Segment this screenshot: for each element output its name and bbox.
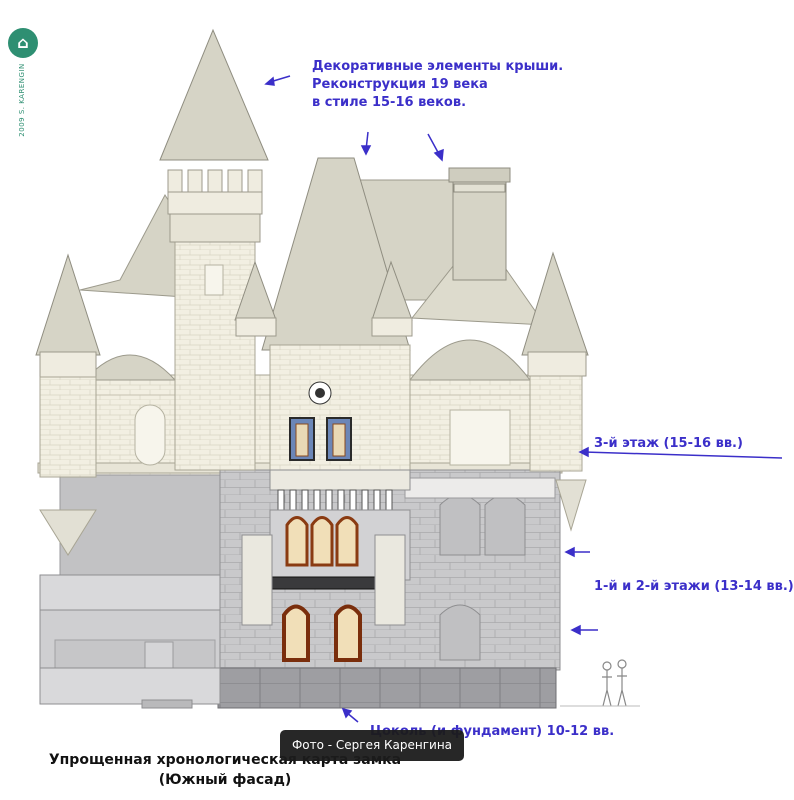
central-tower xyxy=(241,157,411,662)
author-logo: ⌂ 2009 S. KARENGIN xyxy=(8,28,38,138)
annotation-arrows xyxy=(264,75,783,723)
upper-body-third-floor xyxy=(37,339,563,476)
left-spire xyxy=(35,253,101,556)
logo-text: 2009 S. KARENGIN xyxy=(18,63,26,137)
annotation-roof-line-2: Реконструкция 19 века xyxy=(312,77,488,92)
lower-body-floors-1-2 xyxy=(39,469,561,671)
mid-spire-right xyxy=(371,260,413,337)
annotation-roof-line-1: Декоративные элементы крыши. xyxy=(312,59,564,74)
chimney xyxy=(448,167,511,281)
annotation-roof: Декоративные элементы крыши. Реконструкц… xyxy=(312,58,563,112)
human-figures xyxy=(602,659,627,707)
annotation-floors-1-2: 1-й и 2-й этажи (13-14 вв.) xyxy=(594,579,794,594)
mid-spire-left xyxy=(234,260,277,337)
photo-credit-tooltip: Фото - Сергея Каренгина xyxy=(280,730,464,761)
base-foundation xyxy=(39,667,557,709)
caption-line-2: (Южный фасад) xyxy=(158,772,292,788)
right-spire xyxy=(521,251,589,532)
annotation-third-floor: 3-й этаж (15-16 вв.) xyxy=(594,436,743,451)
annotation-roof-line-3: в стиле 15-16 веков. xyxy=(312,95,467,110)
logo-emblem-icon: ⌂ xyxy=(8,28,38,58)
left-tower xyxy=(159,28,269,471)
